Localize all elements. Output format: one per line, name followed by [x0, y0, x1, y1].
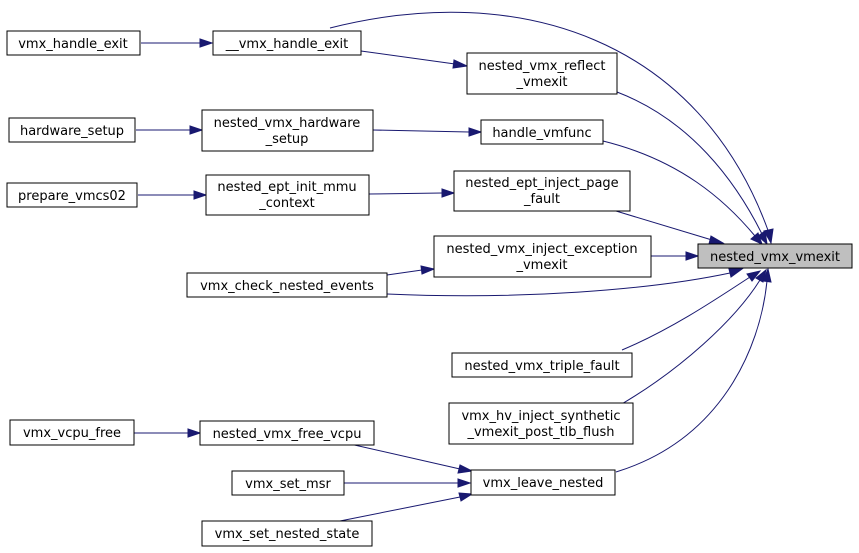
edge-vmx-check-nested-events-to-nested-vmx-vmexit [386, 268, 744, 297]
node-nested-vmx-triple-fault[interactable]: nested_vmx_triple_fault [451, 352, 633, 378]
edge-nested-vmx-free-vcpu-to-vmx-leave-nested [349, 443, 474, 474]
node-nested-vmx-vmexit[interactable]: nested_vmx_vmexit [697, 243, 853, 269]
svg-text:_context: _context [258, 196, 315, 211]
node-nested-ept-inject-page-fault[interactable]: nested_ept_inject_page _fault [453, 170, 631, 212]
node-vmx-set-msr[interactable]: vmx_set_msr [231, 470, 345, 496]
node-vmx-vcpu-free[interactable]: vmx_vcpu_free [9, 419, 135, 446]
edge-vmx-leave-nested-to-nested-vmx-vmexit [615, 267, 772, 473]
node-vmx-set-nested-state[interactable]: vmx_set_nested_state [201, 520, 373, 547]
svg-text:_vmexit: _vmexit [515, 75, 567, 90]
edge-handle-vmfunc-to-nested-vmx-vmexit [602, 140, 763, 245]
edge-nested-ept-init-mmu-context-to-nested-ept-inject-page-fault [368, 188, 456, 198]
svg-text:nested_ept_inject_page: nested_ept_inject_page [465, 176, 618, 191]
node-vmx-handle-exit-inner[interactable]: __vmx_handle_exit [212, 30, 362, 56]
edge-nested-vmx-inject-exception-vmexit-to-nested-vmx-vmexit [651, 251, 700, 261]
svg-text:nested_vmx_triple_fault: nested_vmx_triple_fault [464, 359, 619, 374]
edge-vmx-check-nested-events-to-nested-vmx-inject-exception-vmexit [386, 265, 436, 276]
svg-text:vmx_hv_inject_synthetic: vmx_hv_inject_synthetic [461, 409, 620, 424]
node-nested-ept-init-mmu-context[interactable]: nested_ept_init_mmu _context [205, 174, 370, 216]
nodes: vmx_handle_exit __vmx_handle_exit nested… [6, 30, 853, 547]
edge-vmx-set-msr-to-vmx-leave-nested [344, 478, 472, 488]
svg-text:vmx_set_msr: vmx_set_msr [245, 477, 331, 492]
svg-text:__vmx_handle_exit: __vmx_handle_exit [225, 37, 349, 52]
svg-text:nested_vmx_hardware: nested_vmx_hardware [214, 116, 361, 131]
svg-text:_fault: _fault [523, 192, 560, 207]
node-nested-vmx-reflect-vmexit[interactable]: nested_vmx_reflect _vmexit [466, 52, 618, 95]
svg-text:vmx_vcpu_free: vmx_vcpu_free [23, 426, 121, 441]
edge-vmx-set-nested-state-to-vmx-leave-nested [339, 492, 474, 522]
svg-text:_setup: _setup [265, 132, 309, 147]
svg-text:vmx_set_nested_state: vmx_set_nested_state [215, 527, 360, 542]
svg-text:nested_vmx_free_vcpu: nested_vmx_free_vcpu [213, 427, 362, 442]
node-vmx-handle-exit[interactable]: vmx_handle_exit [6, 30, 141, 56]
svg-text:vmx_check_nested_events: vmx_check_nested_events [200, 279, 374, 294]
edge-vmx-vcpu-free-to-nested-vmx-free-vcpu [134, 428, 202, 438]
svg-text:hardware_setup: hardware_setup [20, 124, 124, 139]
svg-text:prepare_vmcs02: prepare_vmcs02 [18, 189, 126, 204]
node-handle-vmfunc[interactable]: handle_vmfunc [480, 119, 604, 145]
edge-nested-vmx-reflect-vmexit-to-nested-vmx-vmexit [616, 91, 768, 246]
node-vmx-hv-inject-synthetic-vmexit-post-tlb-flush[interactable]: vmx_hv_inject_synthetic _vmexit_post_tlb… [448, 402, 634, 445]
node-hardware-setup[interactable]: hardware_setup [8, 117, 136, 143]
node-vmx-leave-nested[interactable]: vmx_leave_nested [470, 469, 616, 496]
svg-text:_vmexit: _vmexit [515, 258, 567, 273]
svg-text:vmx_leave_nested: vmx_leave_nested [483, 476, 604, 491]
edge-prepare-vmcs02-to-nested-ept-init-mmu-context [138, 190, 208, 200]
edges [134, 11, 774, 522]
edge-nested-vmx-hardware-setup-to-handle-vmfunc [372, 127, 483, 137]
node-prepare-vmcs02[interactable]: prepare_vmcs02 [6, 182, 138, 208]
svg-text:nested_vmx_reflect: nested_vmx_reflect [479, 59, 606, 74]
edge-vmx-handle-exit-inner-to-nested-vmx-vmexit [329, 11, 774, 245]
node-nested-vmx-hardware-setup[interactable]: nested_vmx_hardware _setup [201, 109, 374, 152]
svg-text:_vmexit_post_tlb_flush: _vmexit_post_tlb_flush [466, 425, 614, 440]
node-vmx-check-nested-events[interactable]: vmx_check_nested_events [186, 272, 388, 298]
node-nested-vmx-inject-exception-vmexit[interactable]: nested_vmx_inject_exception _vmexit [433, 235, 652, 278]
edge-vmx-hv-inject-synthetic-to-nested-vmx-vmexit [619, 268, 767, 406]
svg-text:nested_vmx_inject_exception: nested_vmx_inject_exception [446, 242, 637, 257]
svg-text:nested_vmx_vmexit: nested_vmx_vmexit [710, 250, 840, 265]
edge-hardware-setup-to-nested-vmx-hardware-setup [136, 125, 204, 135]
edge-vmx-handle-exit-to-vmx-handle-exit-inner [141, 38, 214, 48]
svg-text:handle_vmfunc: handle_vmfunc [492, 126, 591, 141]
edge-vmx-handle-exit-inner-to-nested-vmx-reflect-vmexit [360, 50, 469, 69]
node-nested-vmx-free-vcpu[interactable]: nested_vmx_free_vcpu [199, 420, 375, 446]
edge-nested-vmx-triple-fault-to-nested-vmx-vmexit [621, 270, 762, 351]
svg-text:vmx_handle_exit: vmx_handle_exit [18, 37, 128, 52]
svg-text:nested_ept_init_mmu: nested_ept_init_mmu [217, 180, 356, 195]
